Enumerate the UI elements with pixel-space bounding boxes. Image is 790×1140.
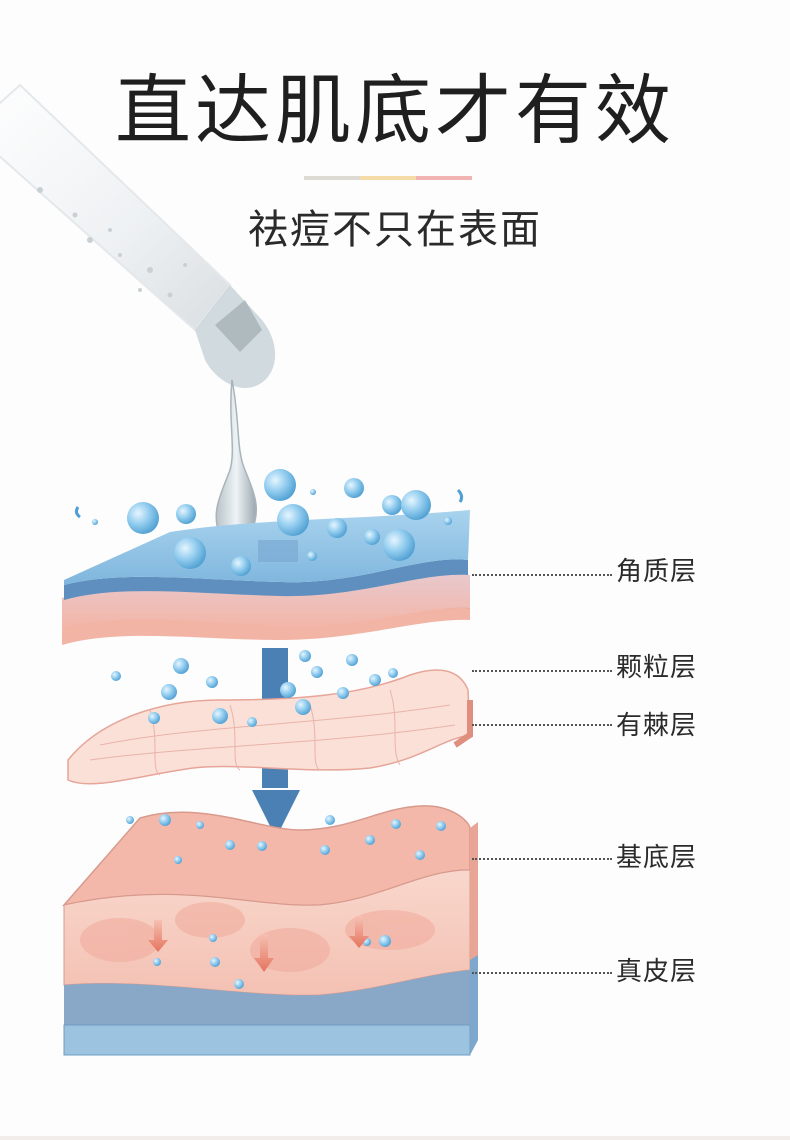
- spinous-layer: [67, 669, 473, 785]
- divider-segment-yellow: [360, 176, 416, 180]
- page-subtitle: 祛痘不只在表面: [248, 207, 542, 253]
- leader-line-stratum-corneum: [472, 574, 612, 576]
- label-stratum-corneum: 角质层: [616, 557, 698, 587]
- granular-bubbles: [111, 650, 398, 727]
- leader-line-granular: [472, 670, 612, 672]
- leader-line-spinous: [472, 724, 612, 726]
- page-title: 直达肌底才有效: [115, 66, 675, 155]
- title-divider: [304, 176, 472, 180]
- leader-line-dermis: [472, 972, 612, 974]
- leader-line-basal: [472, 858, 612, 860]
- label-granular: 颗粒层: [616, 653, 698, 683]
- downward-arrows-icon: [148, 916, 369, 972]
- label-dermis: 真皮层: [616, 957, 698, 987]
- divider-segment-grey: [304, 176, 360, 180]
- stratum-corneum-layer: [61, 510, 471, 645]
- basal-bubbles: [126, 814, 446, 989]
- divider-segment-pink: [416, 176, 472, 180]
- bottom-border: [0, 1136, 790, 1140]
- water-bubbles: [92, 469, 452, 576]
- pipette-icon: [0, 83, 276, 546]
- label-basal: 基底层: [616, 843, 698, 873]
- basal-dermis-block: [61, 805, 478, 1056]
- label-spinous: 有棘层: [616, 711, 698, 741]
